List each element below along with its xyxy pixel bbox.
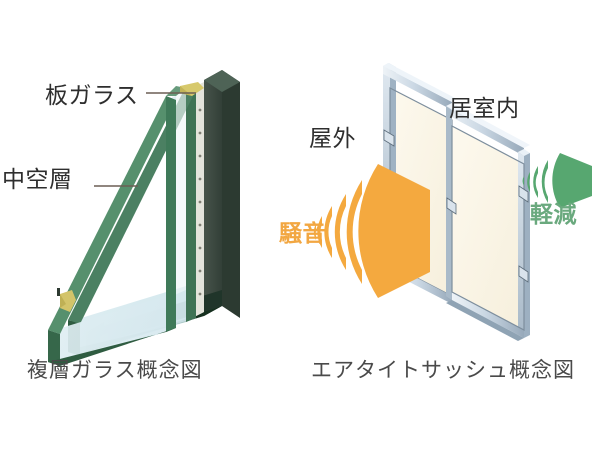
reduction-wave-icon xyxy=(522,153,592,208)
noise-wave-icon xyxy=(313,164,430,298)
callout-label-glass-pane: 板ガラス xyxy=(45,83,139,108)
callout-label-noise: 騒音 xyxy=(279,220,326,246)
sealant-bottom xyxy=(57,288,76,312)
caption-airtight-sash: エアタイトサッシュ概念図 xyxy=(311,359,575,382)
callout-label-reduction: 軽減 xyxy=(530,201,577,227)
callout-label-outdoor: 屋外 xyxy=(309,126,356,151)
sash-panel-indoor xyxy=(446,103,530,341)
callout-label-indoor: 居室内 xyxy=(449,96,520,121)
callout-leader-lines xyxy=(94,92,196,187)
callout-label-air-gap: 中空層 xyxy=(2,167,73,192)
caption-double-glazing: 複層ガラス概念図 xyxy=(27,359,203,382)
